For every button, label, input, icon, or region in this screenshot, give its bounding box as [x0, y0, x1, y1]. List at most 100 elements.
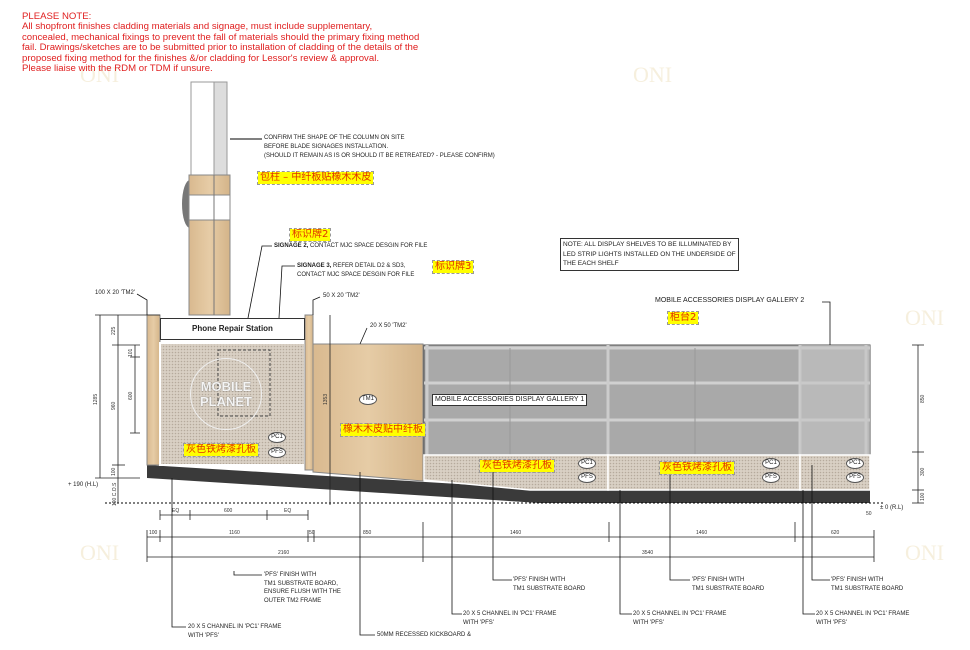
note-line: fail. Drawings/sketches are to be submit… — [22, 42, 419, 54]
dim: 850 — [920, 394, 926, 403]
dim: 600 — [224, 508, 233, 514]
tag-pc1: PC1 — [762, 458, 780, 469]
tag-pfs: PFS — [578, 472, 596, 483]
logo-text: MOBILE — [200, 379, 252, 394]
callout-line: TM1 SUBSTRATE BOARD — [692, 586, 765, 592]
callout-line: WITH 'PFS' — [188, 633, 219, 639]
callout-line: WITH 'PFS' — [816, 620, 847, 626]
dim: 1353 — [323, 393, 329, 405]
note-line: All shopfront finishes cladding material… — [22, 21, 373, 33]
dim: 620 — [831, 530, 840, 536]
cn-label-perf: 灰色铁烤漆孔板 — [479, 459, 555, 473]
callout-line: 20 X 5 CHANNEL IN 'PC1' FRAME — [463, 611, 557, 617]
dim: 600 — [128, 391, 134, 400]
signage3-note: SIGNAGE 3, REFER DETAIL D2 & SD3,CONTACT… — [297, 262, 414, 280]
note-line: proposed fixing method for the finishes … — [22, 52, 379, 64]
cn-label-counter2: 柜台2 — [666, 311, 700, 325]
dim: EQ — [172, 508, 180, 514]
callout-pfs: 'PFS' FINISH WITH TM1 SUBSTRATE BOARD — [692, 576, 764, 594]
level-hl: + 190 (H.L) — [68, 482, 99, 488]
frame-label-left: 100 X 20 'TM2' — [95, 290, 135, 296]
signage3-text: REFER DETAIL D2 & SD3, — [331, 263, 406, 269]
dim: 100 — [920, 492, 926, 501]
tag-pfs: PFS — [846, 472, 864, 483]
cn-label-column: 包柱 – 中纤板贴橡木木皮 — [256, 171, 375, 185]
signage2-title: SIGNAGE 2, — [274, 243, 309, 249]
frame-label-right: 50 X 20 'TM2' — [323, 293, 360, 299]
dim: 100 — [149, 530, 158, 536]
column-note: CONFIRM THE SHAPE OF THE COLUMN ON SITE … — [264, 134, 495, 161]
dim: 300 — [920, 467, 926, 476]
signage2-note: SIGNAGE 2, CONTACT MJC SPACE DESGIN FOR … — [274, 242, 427, 251]
callout-line: 'PFS' FINISH WITH — [513, 577, 566, 583]
callout-line: 20 X 5 CHANNEL IN 'PC1' FRAME — [633, 611, 727, 617]
callout-line: 'PFS' FINISH WITH — [264, 572, 317, 578]
callout-channel: 20 X 5 CHANNEL IN 'PC1' FRAME WITH 'PFS' — [188, 623, 281, 641]
note-line: CONFIRM THE SHAPE OF THE COLUMN ON SITE — [264, 135, 405, 141]
callout-channel: 20 X 5 CHANNEL IN 'PC1' FRAME WITH 'PFS' — [816, 610, 909, 628]
tag-pfs: PFS — [762, 472, 780, 483]
note-line: (SHOULD IT REMAIN AS IS OR SHOULD IT BE … — [264, 153, 495, 159]
watermark: ONI — [905, 540, 945, 565]
watermark: ONI — [80, 540, 120, 565]
frame-label-top: 20 X 50 'TM2' — [370, 323, 407, 329]
left-post — [146, 314, 161, 466]
kickboard — [147, 465, 870, 503]
note-line: Please liaise with the RDM or TDM if uns… — [22, 63, 213, 75]
note-line: concealed, mechanical fixings to prevent… — [22, 31, 420, 43]
callout-line: 20 X 5 CHANNEL IN 'PC1' FRAME — [188, 624, 282, 630]
callout-pfs: 'PFS' FINISH WITH TM1 SUBSTRATE BOARD — [831, 576, 903, 594]
note-line: NOTE: ALL DISPLAY SHELVES TO BE ILLUMINA… — [563, 241, 732, 248]
dim: 1285 — [93, 393, 99, 405]
dim: 225 — [111, 326, 117, 335]
dim: 960 — [111, 401, 117, 410]
tag-pc1: PC1 — [846, 458, 864, 469]
dim: 850 — [363, 530, 372, 536]
dim: EQ — [284, 508, 292, 514]
gallery2-label: MOBILE ACCESSORIES DISPLAY GALLERY 2 — [655, 297, 805, 304]
please-note: PLEASE NOTE: All shopfront finishes clad… — [22, 11, 420, 75]
cn-label-oak: 橡木木皮贴中纤板 — [340, 423, 426, 437]
note-line: BEFORE BLADE SIGNAGES INSTALLATION. — [264, 144, 389, 150]
dim: 50 — [866, 511, 872, 517]
dim: 50 — [309, 530, 315, 536]
signage2-text: CONTACT MJC SPACE DESGIN FOR FILE — [308, 243, 428, 249]
dim: 1460 — [510, 530, 522, 536]
note-title: PLEASE NOTE: — [22, 11, 92, 22]
note-line: THE EACH SHELF — [563, 260, 619, 267]
tag-pc1: PC1 — [578, 458, 596, 469]
callout-line: TM1 SUBSTRATE BOARD — [831, 586, 904, 592]
callout-pfs-flush: 'PFS' FINISH WITH TM1 SUBSTRATE BOARD, E… — [264, 571, 341, 605]
cn-label-perf: 灰色铁烤漆孔板 — [183, 443, 259, 457]
callout-kickboard: 50MM RECESSED KICKBOARD & — [377, 632, 472, 638]
sign-band: Phone Repair Station — [160, 318, 305, 340]
watermark: ONI — [905, 305, 945, 330]
shelf-note: NOTE: ALL DISPLAY SHELVES TO BE ILLUMINA… — [560, 238, 739, 271]
cn-label-sign2: 标识牌2 — [288, 228, 332, 242]
display-gallery — [423, 344, 871, 456]
dim: 1460 — [696, 530, 708, 536]
callout-line: 'PFS' FINISH WITH — [831, 577, 884, 583]
callout-line: 'PFS' FINISH WITH — [692, 577, 745, 583]
tag-pc1: PC1 — [268, 432, 286, 443]
gallery1-label: MOBILE ACCESSORIES DISPLAY GALLERY 1 — [432, 394, 588, 406]
watermark: ONI — [80, 62, 120, 87]
tag-tm1: TM1 — [359, 394, 377, 405]
note-line: LED STRIP LIGHTS INSTALLED ON THE UNDERS… — [563, 250, 736, 258]
dim: 101 — [128, 348, 134, 357]
tag-pfs: PFS — [268, 447, 286, 458]
cn-label-sign3: 标识牌3 — [431, 260, 475, 274]
callout-line: OUTER TM2 FRAME — [264, 597, 322, 604]
logo-text: PLANET — [200, 394, 252, 409]
callout-line: 20 X 5 CHANNEL IN 'PC1' FRAME — [816, 611, 910, 617]
dim: 100 — [111, 467, 117, 476]
gallery-perf-panel-1 — [423, 454, 609, 491]
signage3-text: CONTACT MJC SPACE DESGIN FOR FILE — [297, 272, 415, 278]
level-rl: ± 0 (R.L) — [880, 505, 904, 511]
callout-line: ENSURE FLUSH WITH THE — [264, 589, 341, 595]
